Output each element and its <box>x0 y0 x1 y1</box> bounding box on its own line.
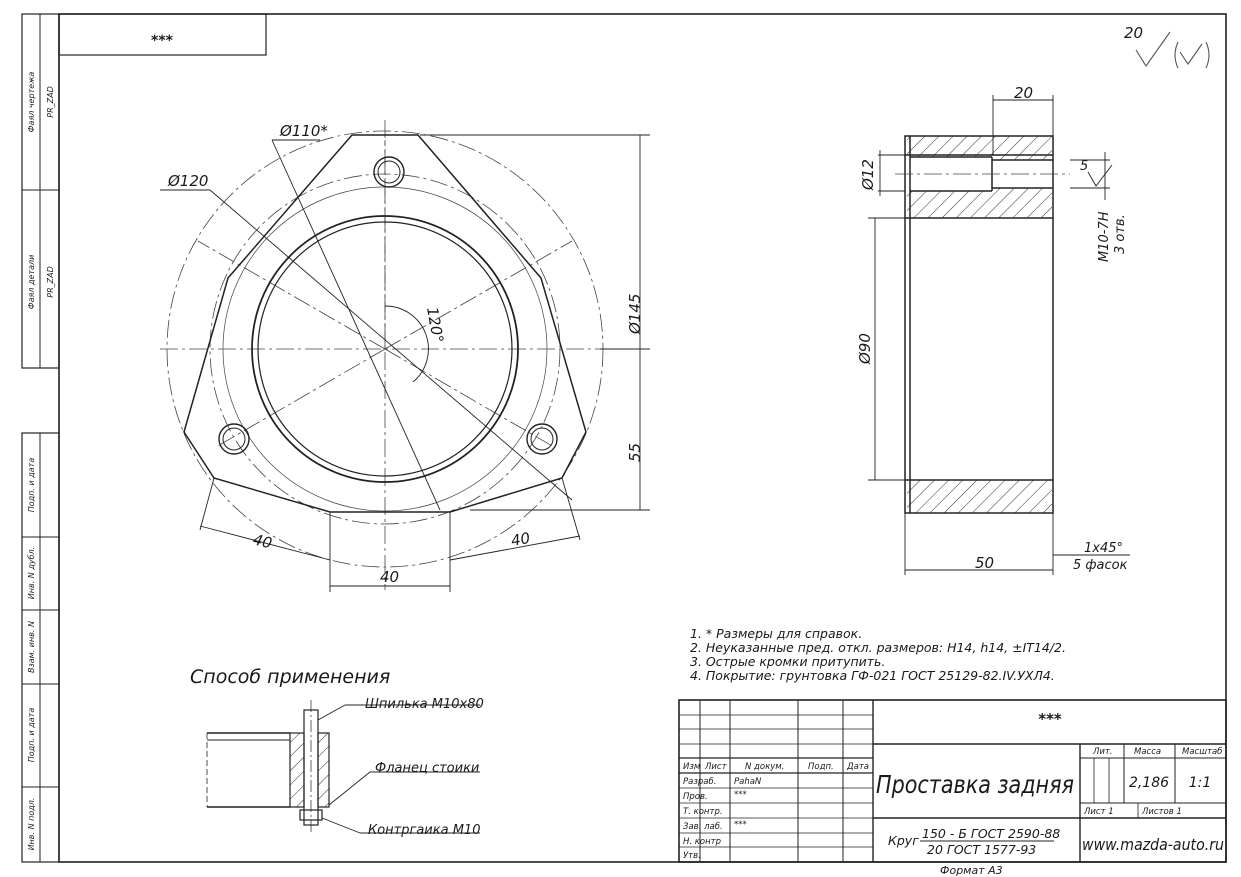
roughness-value: 20 <box>1124 24 1143 42</box>
dim-d90: Ø90 <box>856 333 874 365</box>
tb-header: Изм <box>683 762 701 772</box>
dim-40-left: 40 <box>251 530 274 552</box>
mass-value: 2,186 <box>1129 775 1169 791</box>
dim-40-bottom: 40 <box>380 568 399 586</box>
title-stamp: *** <box>1038 710 1062 728</box>
tb-scale-label: Масштаб <box>1182 747 1222 757</box>
tb-role: Разраб. <box>683 777 716 787</box>
file-part-value: PR_ZAD <box>46 266 55 298</box>
tb-sheet: Лист 1 <box>1083 807 1114 817</box>
dim-55: 55 <box>626 443 644 462</box>
tb-role: Т. контр. <box>683 807 723 817</box>
side-field: Подп. и дата <box>27 708 36 763</box>
file-part-label: Фаял детали <box>27 255 36 310</box>
tb-role: Утв. <box>683 851 701 861</box>
file-drawing-label: Фаял чертежа <box>27 72 36 133</box>
tb-name: *** <box>734 820 747 830</box>
tb-role: Зав. лаб. <box>683 822 723 832</box>
thread-callout: M10-7H <box>1097 211 1112 262</box>
tb-header: Подп. <box>808 762 834 772</box>
note-line: 2. Неуказанные пред. откл. размеров: H14… <box>690 640 1066 655</box>
dim-20: 20 <box>1014 84 1033 102</box>
usage-label-nut: Контргаика M10 <box>368 823 480 838</box>
dim-d120: Ø120 <box>167 172 208 190</box>
note-line: 4. Покрытие: грунтовка ГФ-021 ГОСТ 25129… <box>690 668 1055 683</box>
section-view: 20 Ø12 5 M10-7H 3 отв. Ø90 50 1x45° 5 фа… <box>856 84 1130 575</box>
dim-50: 50 <box>975 554 994 572</box>
holes-callout: 3 отв. <box>1113 214 1128 254</box>
material-top: 150 - Б ГОСТ 2590-88 <box>922 826 1060 841</box>
file-drawing-value: PR_ZAD <box>46 86 55 118</box>
dim-d12: Ø12 <box>859 159 877 191</box>
title-block: *** Изм Лист N докум. Подп. Дата Разраб.… <box>678 699 1227 877</box>
top-stamp: *** <box>151 33 174 49</box>
scale-value: 1:1 <box>1189 775 1212 791</box>
material-prefix: Круг <box>888 833 919 848</box>
note-line: 3. Острые кромки притупить. <box>690 654 885 669</box>
roughness-symbol <box>1135 31 1210 69</box>
side-field: Инв. N дубл. <box>27 547 36 599</box>
sheet-format: Формат А3 <box>940 864 1003 877</box>
tb-role: Пров. <box>683 792 708 802</box>
tb-header: N докум. <box>745 762 784 772</box>
chamfer-count: 5 фасок <box>1073 558 1128 573</box>
tb-name: PahaN <box>734 777 762 787</box>
side-field: Взам. инв. N <box>27 621 36 673</box>
side-strip: Фаял чертежа PR_ZAD Фаял детали PR_ZAD П… <box>27 72 55 851</box>
sheet-frame <box>21 13 1227 863</box>
material-bottom: 20 ГОСТ 1577-93 <box>927 842 1036 857</box>
technical-notes: 1. * Размеры для справок. 2. Неуказанные… <box>690 626 1066 683</box>
tb-name: *** <box>734 790 747 800</box>
side-field: Подп. и дата <box>27 458 36 513</box>
dim-5: 5 <box>1080 159 1088 174</box>
tb-role: Н. контр <box>683 837 721 847</box>
tb-mass-label: Масса <box>1134 747 1161 757</box>
dim-d145: Ø145 <box>626 294 644 335</box>
usage-label-flange: Фланец стоики <box>375 761 479 776</box>
site-url: www.mazda-auto.ru <box>1082 835 1224 854</box>
chamfer-callout: 1x45° <box>1084 541 1123 556</box>
tb-header: Дата <box>846 762 869 772</box>
dim-d110: Ø110* <box>279 122 328 140</box>
side-field: Инв. N подл. <box>27 798 36 851</box>
tb-sheets: Листов 1 <box>1141 807 1182 817</box>
tb-lit-label: Лит. <box>1092 747 1113 757</box>
dim-angle: 120° <box>423 306 447 345</box>
usage-label-stud: Шпилька M10x80 <box>365 697 484 712</box>
usage-diagram: Способ применения Шпилька M10x80 Фланец … <box>190 666 484 838</box>
tb-header: Лист <box>704 762 728 772</box>
part-name: Проставка задняя <box>876 770 1074 799</box>
note-line: 1. * Размеры для справок. <box>690 626 862 641</box>
dim-40-right: 40 <box>510 529 532 550</box>
front-view: Ø110* Ø120 Ø145 120° 55 40 40 40 <box>160 120 650 592</box>
usage-title: Способ применения <box>190 666 390 688</box>
